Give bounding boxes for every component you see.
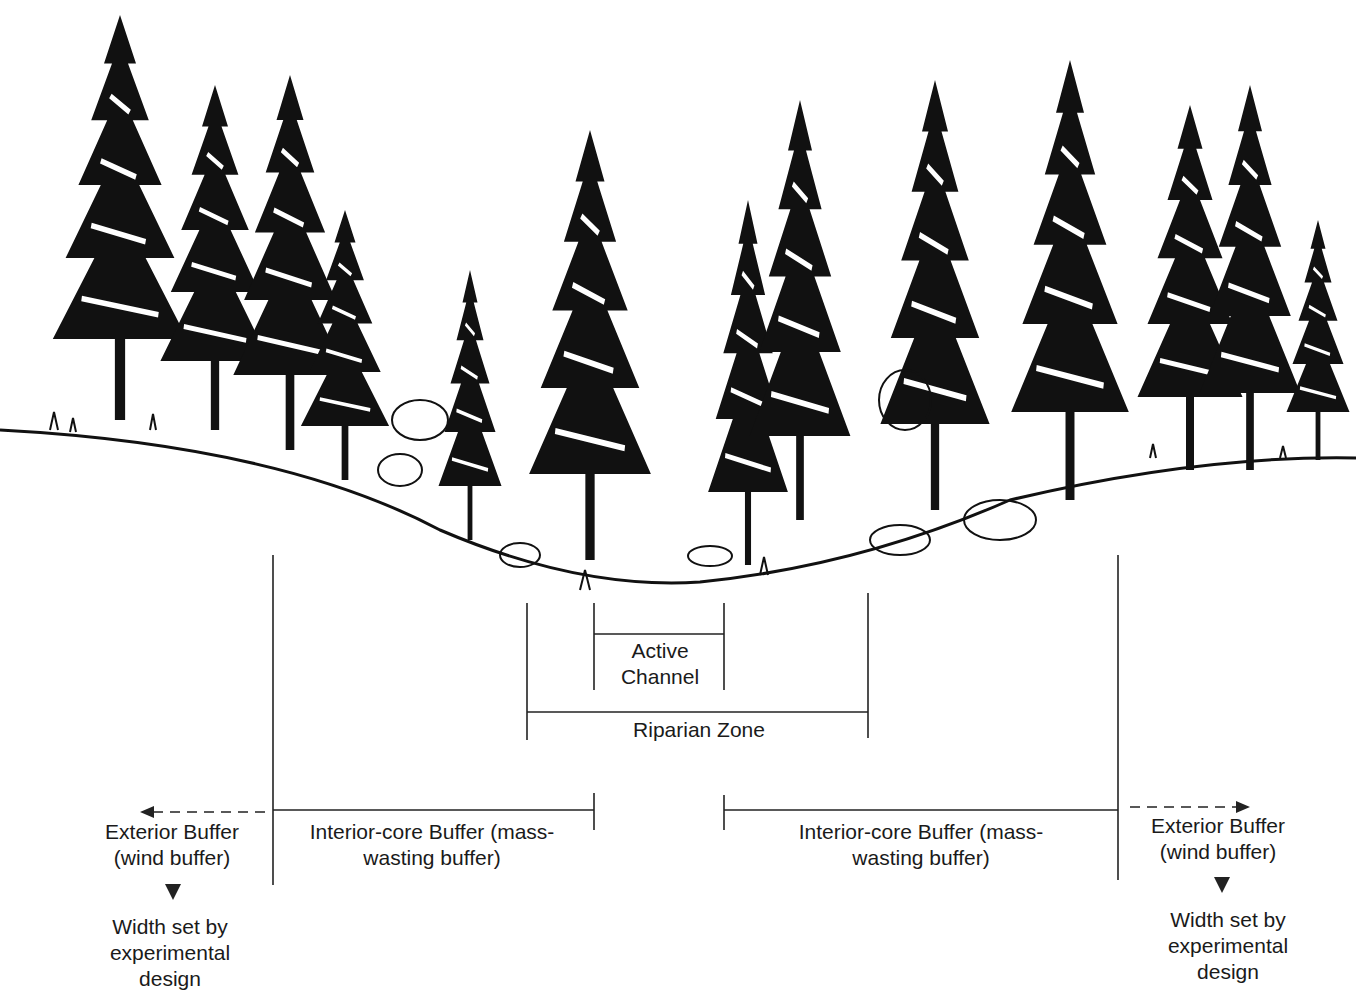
tree bbox=[750, 100, 851, 520]
ground-line bbox=[0, 430, 1356, 583]
arrowhead bbox=[140, 806, 154, 818]
tree bbox=[1287, 220, 1350, 460]
rock bbox=[500, 543, 540, 567]
note-label: Width set by experimental design bbox=[90, 914, 250, 992]
shrub bbox=[879, 370, 931, 430]
zone-label: Riparian Zone bbox=[599, 717, 799, 743]
bracket-line bbox=[723, 603, 725, 690]
shrub bbox=[378, 454, 422, 486]
bracket-line bbox=[593, 603, 595, 690]
trees bbox=[53, 15, 1350, 565]
bracket-line bbox=[273, 809, 594, 811]
bracket-line bbox=[526, 603, 528, 740]
tree bbox=[529, 130, 651, 560]
note-label: Width set by experimental design bbox=[1148, 907, 1308, 985]
bracket-line bbox=[867, 593, 869, 738]
rock bbox=[870, 525, 930, 555]
bracket-line bbox=[527, 711, 868, 713]
arrowhead bbox=[1236, 801, 1250, 813]
undergrowth bbox=[50, 370, 1286, 590]
bracket-line bbox=[272, 555, 274, 885]
rock bbox=[688, 546, 732, 566]
buffer-label: Exterior Buffer (wind buffer) bbox=[82, 819, 262, 871]
bracket-line bbox=[723, 795, 725, 830]
tree bbox=[160, 85, 269, 430]
bracket-line bbox=[1117, 555, 1119, 880]
arrowheads bbox=[140, 801, 1250, 900]
zone-brackets bbox=[152, 555, 1238, 885]
tree bbox=[880, 80, 989, 510]
bracket-line bbox=[724, 809, 1118, 811]
tree bbox=[439, 270, 502, 540]
dashed-arrow bbox=[1130, 806, 1238, 808]
grass bbox=[50, 412, 1286, 590]
shrub bbox=[392, 400, 448, 440]
bracket-line bbox=[594, 633, 724, 635]
buffer-label: Interior-core Buffer (mass-wasting buffe… bbox=[786, 819, 1056, 871]
tree bbox=[1200, 85, 1301, 470]
tree bbox=[1011, 60, 1129, 500]
down-arrowhead bbox=[1214, 877, 1230, 893]
buffer-label: Interior-core Buffer (mass-wasting buffe… bbox=[297, 819, 567, 871]
down-arrowhead bbox=[165, 884, 181, 900]
rock bbox=[964, 500, 1036, 540]
bracket-line bbox=[593, 793, 595, 830]
zone-label: Active Channel bbox=[600, 638, 720, 690]
dashed-arrow bbox=[152, 811, 265, 813]
tree bbox=[301, 210, 389, 480]
buffer-label: Exterior Buffer (wind buffer) bbox=[1128, 813, 1308, 865]
